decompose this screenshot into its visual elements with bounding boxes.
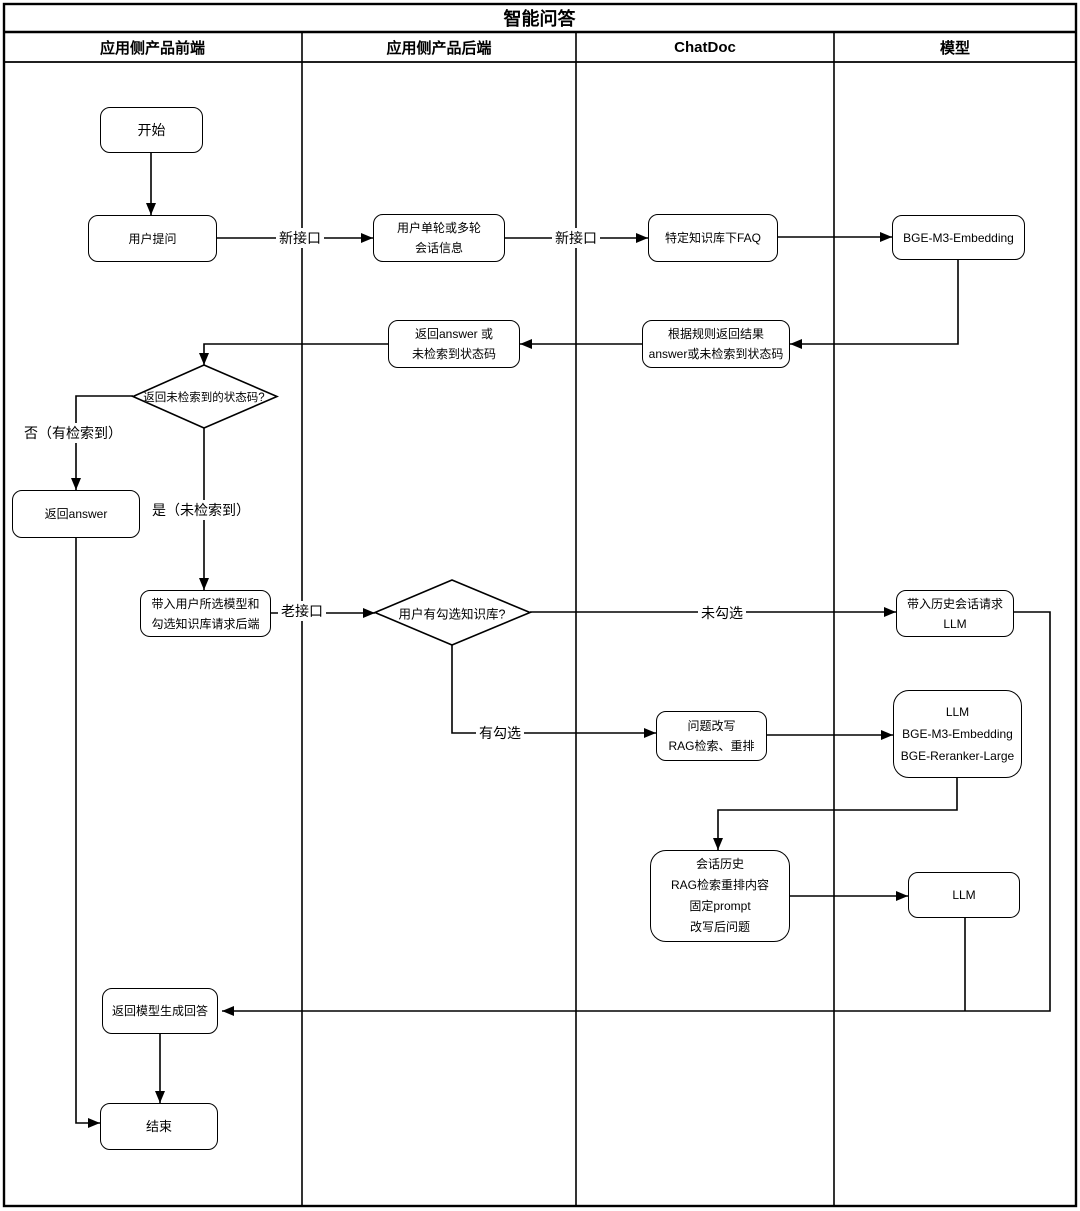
node-return-answer-or-code: 返回answer 或 未检索到状态码	[388, 320, 520, 368]
node-return-generated: 返回模型生成回答	[102, 988, 218, 1034]
node-rewrite-rag-line2: RAG检索、重排	[668, 739, 755, 753]
node-context-assemble-line4: 改写后问题	[689, 920, 750, 934]
decision-retrieval-shape	[131, 364, 280, 429]
node-backend-session-line1: 用户单轮或多轮	[396, 221, 481, 235]
node-return-answer-or-code-line2: 未检索到状态码	[411, 347, 496, 361]
node-llm-final-label: LLM	[952, 888, 976, 902]
node-request-backend-line2: 勾选知识库请求后端	[151, 616, 260, 631]
node-return-answer-label: 返回answer	[44, 507, 108, 521]
node-return-generated-label: 返回模型生成回答	[111, 1004, 208, 1018]
node-llm-bge-stack-line3: BGE-Reranker-Large	[900, 749, 1015, 763]
node-rewrite-rag: 问题改写 RAG检索、重排	[656, 711, 767, 761]
node-model-embedding: BGE-M3-Embedding	[892, 215, 1025, 260]
node-return-answer-or-code-line1: 返回answer 或	[414, 327, 494, 341]
node-llm-final: LLM	[908, 872, 1020, 918]
node-llm-bge-stack-line2: BGE-M3-Embedding	[902, 727, 1013, 741]
node-backend-session: 用户单轮或多轮 会话信息	[373, 214, 505, 262]
edge-label-old-api: 老接口	[278, 601, 326, 621]
edge-label-new-api-1: 新接口	[276, 228, 324, 248]
node-start-label: 开始	[137, 122, 166, 138]
node-llm-bge-stack: LLM BGE-M3-Embedding BGE-Reranker-Large	[893, 690, 1022, 778]
node-chatdoc-rule-return-line1: 根据规则返回结果	[667, 327, 764, 341]
node-request-backend: 带入用户所选模型和 勾选知识库请求后端	[140, 590, 271, 637]
node-chatdoc-rule-return: 根据规则返回结果 answer或未检索到状态码	[642, 320, 790, 368]
node-context-assemble-line2: RAG检索重排内容	[670, 878, 769, 892]
edge-llmstack-to-context	[713, 778, 958, 850]
edge-label-not-checked: 未勾选	[698, 603, 746, 623]
decision-retrieval-label: 返回未检索到的状态码?	[143, 392, 265, 404]
edge-decision1-no	[71, 395, 133, 490]
node-model-embedding-label: BGE-M3-Embedding	[903, 230, 1014, 245]
node-start: 开始	[100, 107, 203, 153]
node-context-assemble-line3: 固定prompt	[689, 899, 751, 913]
node-backend-session-line2: 会话信息	[414, 241, 463, 255]
node-end-label: 结束	[145, 1118, 172, 1134]
node-context-assemble: 会话历史 RAG检索重排内容 固定prompt 改写后问题	[650, 850, 790, 942]
edge-answer-to-end	[75, 538, 100, 1128]
diagram-title: 智能问答	[503, 8, 576, 29]
lane-header-backend: 应用侧产品后端	[386, 39, 492, 57]
node-context-assemble-line1: 会话历史	[695, 857, 744, 871]
node-end: 结束	[100, 1103, 218, 1150]
lane-header-frontend: 应用侧产品前端	[99, 39, 205, 57]
node-chatdoc-rule-return-line2: answer或未检索到状态码	[648, 347, 784, 361]
node-history-llm-line2: LLM	[943, 616, 967, 631]
edge-embedding-to-rule	[790, 260, 959, 349]
edge-label-no-retrieved: 否（有检索到）	[21, 423, 125, 443]
edge-decision2-checked	[451, 645, 656, 738]
edge-historyllm-to-returngen	[222, 611, 1051, 1016]
edge-label-checked: 有勾选	[476, 723, 524, 743]
node-user-question: 用户提问	[88, 215, 217, 262]
node-history-llm-line1: 带入历史会话请求	[906, 596, 1003, 611]
edge-label-yes-not-retrieved: 是（未检索到）	[149, 500, 253, 520]
node-return-answer: 返回answer	[12, 490, 140, 538]
node-llm-bge-stack-line1: LLM	[945, 705, 970, 719]
node-request-backend-line1: 带入用户所选模型和	[151, 596, 260, 611]
node-chatdoc-faq: 特定知识库下FAQ	[648, 214, 778, 262]
lane-header-model: 模型	[939, 39, 970, 57]
edge-label-new-api-2: 新接口	[552, 228, 600, 248]
lane-header-chatdoc: ChatDoc	[674, 38, 736, 56]
decision-kb-label: 用户有勾选知识库?	[398, 607, 506, 622]
node-history-llm: 带入历史会话请求 LLM	[896, 590, 1014, 637]
node-rewrite-rag-line1: 问题改写	[687, 719, 736, 733]
edge-return-to-decision1	[199, 343, 388, 365]
decision-kb-shape	[372, 579, 533, 646]
node-chatdoc-faq-label: 特定知识库下FAQ	[664, 231, 761, 245]
node-user-question-label: 用户提问	[128, 231, 177, 246]
